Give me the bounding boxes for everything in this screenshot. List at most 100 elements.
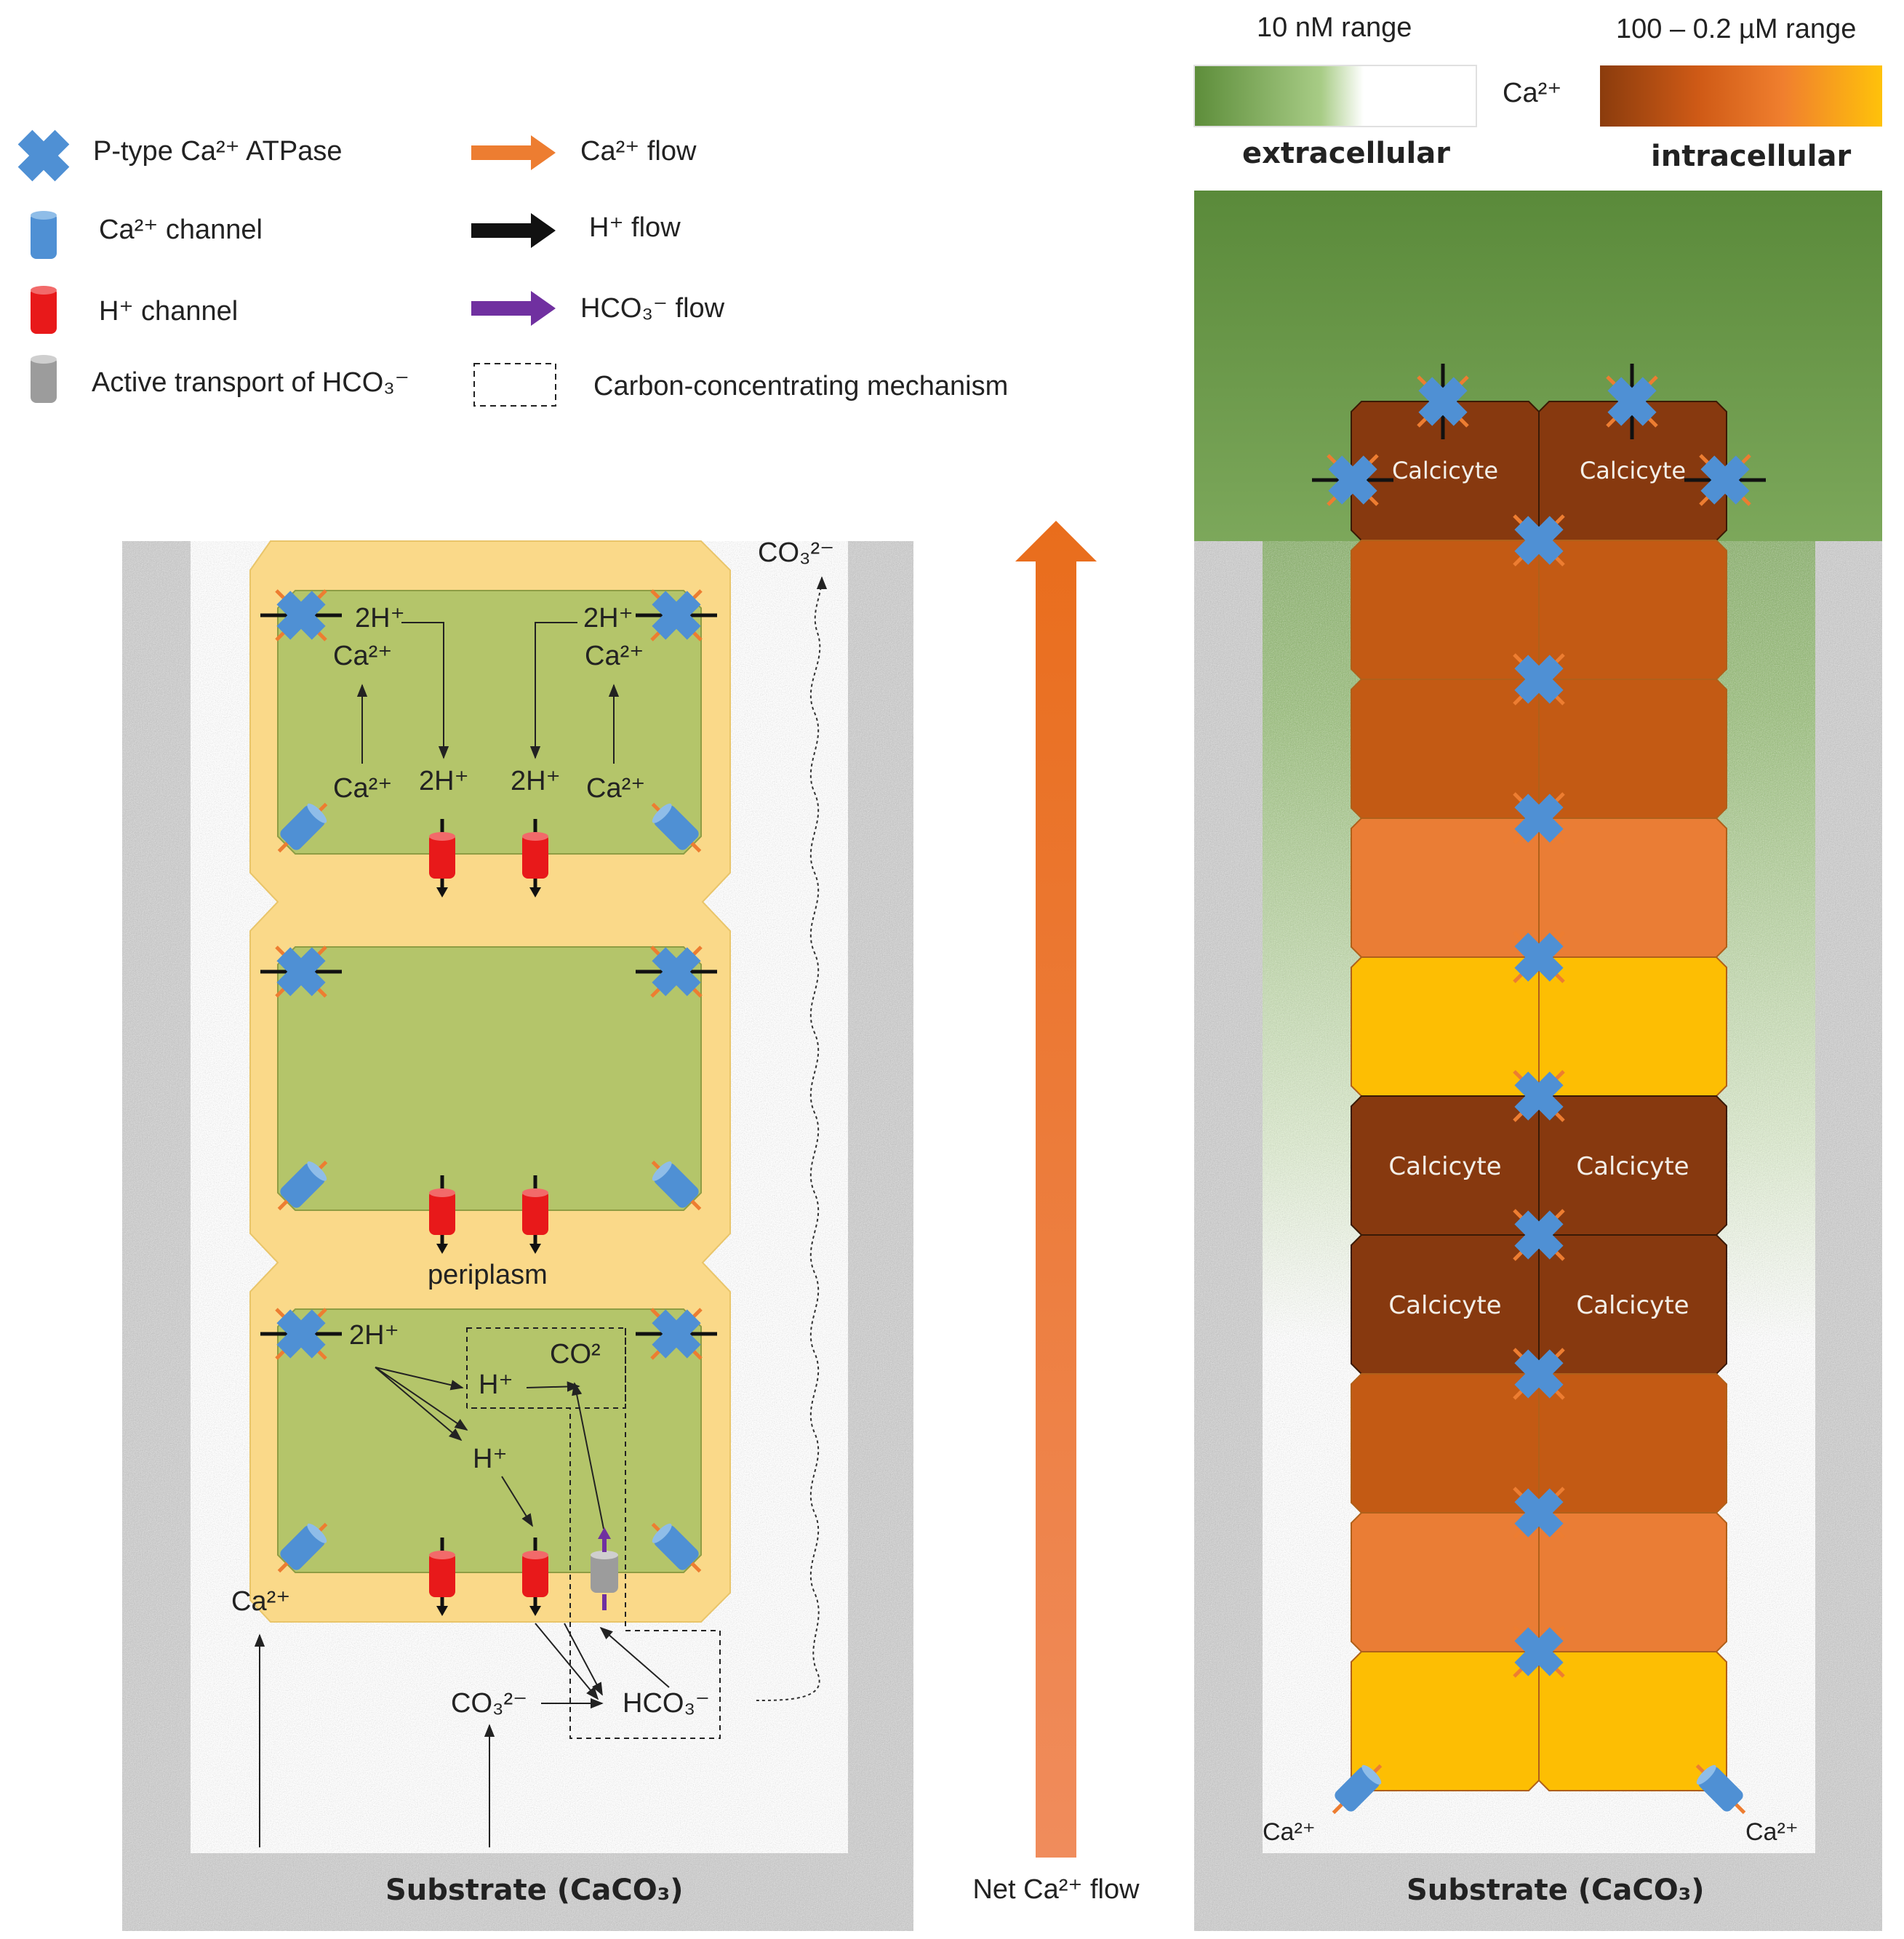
- h-channel-icon: [429, 1175, 455, 1254]
- calcicyte-label: Calcicyte: [1576, 1152, 1689, 1181]
- right-cell: [1538, 1373, 1727, 1514]
- top-co3-label: CO₃²⁻: [758, 537, 834, 568]
- bottom-ca-label: Ca²⁺: [231, 1586, 290, 1617]
- cell3-2h-label: 2H⁺: [349, 1320, 399, 1351]
- cell1-ca-top-left: Ca²⁺: [333, 641, 392, 671]
- extra-range-label: 10 nM range: [1257, 12, 1412, 43]
- ca-flow-arrow-icon: [471, 135, 556, 170]
- atpase-icon: [260, 588, 342, 643]
- net-flow-label: Net Ca²⁺ flow: [972, 1874, 1140, 1905]
- legend-hco3-transport-label: Active transport of HCO₃⁻: [92, 367, 409, 398]
- right-cell: [1538, 1512, 1727, 1652]
- calcicyte-label: Calcicyte: [1388, 1152, 1501, 1181]
- cell1-2h-mid-left: 2H⁺: [419, 766, 469, 796]
- right-cell: [1538, 956, 1727, 1097]
- h-channel-icon: [522, 819, 548, 897]
- cell3-flow-arrows: [375, 1367, 604, 1530]
- bottom-hco3-label: HCO₃⁻: [623, 1688, 710, 1719]
- calcicyte-label: Calcicyte: [1392, 457, 1498, 484]
- cell3-h-ccm-label: H⁺: [479, 1370, 513, 1400]
- right-cell: [1538, 1651, 1727, 1791]
- atpase-icon: [1312, 452, 1393, 508]
- atpase-icon: [1511, 1485, 1567, 1540]
- intracellular-label: intracellular: [1651, 140, 1851, 173]
- atpase-icon: [1511, 929, 1567, 985]
- cell1-2h-right: 2H⁺: [583, 603, 633, 633]
- right-substrate-label: Substrate (CaCO₃): [1407, 1874, 1705, 1907]
- atpase-icon: [1511, 652, 1567, 707]
- extracellular-gradient-bar: [1193, 65, 1477, 127]
- atpase-icon: [1684, 452, 1766, 508]
- cell1-2h-mid-right: 2H⁺: [511, 766, 561, 796]
- calcicyte-label: Calcicyte: [1576, 1291, 1689, 1320]
- hco3-flow-arrow-icon: [471, 291, 556, 326]
- right-ca-bottom-left: Ca²⁺: [1263, 1818, 1316, 1846]
- atpase-icon: [636, 588, 717, 643]
- cell3-h-mid-label: H⁺: [473, 1444, 508, 1474]
- h-channel-icon: [522, 1175, 548, 1254]
- ca-channel-icon: [1332, 1764, 1383, 1815]
- intra-range-label: 100 – 0.2 µM range: [1616, 14, 1856, 44]
- atpase-icon: [636, 944, 717, 999]
- ccm-box-outline: [467, 1328, 721, 1739]
- ca-channel-icon: [277, 1160, 328, 1211]
- atpase-icon: [260, 1306, 342, 1362]
- right-cell: [1351, 679, 1540, 819]
- right-cell: [1538, 679, 1727, 819]
- ca-channel-legend-icon: [31, 211, 57, 259]
- atpase-icon: [1604, 364, 1660, 439]
- bottom-co3-label: CO₃²⁻: [451, 1688, 527, 1719]
- h-channel-legend-icon: [31, 286, 57, 334]
- right-cell: [1351, 1373, 1540, 1514]
- colorbar: 10 nM range 100 – 0.2 µM range Ca²⁺ extr…: [1193, 12, 1882, 173]
- ca-channel-icon: [651, 802, 702, 853]
- cell1-ca-mid-right: Ca²⁺: [586, 773, 645, 804]
- legend-h-flow-label: H⁺ flow: [589, 212, 681, 243]
- legend-ca-channel-label: Ca²⁺ channel: [99, 215, 263, 245]
- left-substrate-label: Substrate (CaCO₃): [385, 1874, 684, 1907]
- right-atpase-pumps: [1312, 364, 1766, 1815]
- atpase-icon: [1511, 791, 1567, 846]
- right-ca-bottom-right: Ca²⁺: [1745, 1818, 1799, 1846]
- left-atpase-pumps: [260, 588, 717, 1362]
- outside-flow-arrows: [254, 1623, 670, 1847]
- right-cell: [1538, 540, 1727, 680]
- cell-1: [277, 590, 702, 855]
- legend-h-channel-label: H⁺ channel: [99, 296, 238, 327]
- h-channel-icon: [429, 819, 455, 897]
- calcicyte-label: Calcicyte: [1580, 457, 1686, 484]
- cell-2: [277, 946, 702, 1211]
- right-cell: [1351, 956, 1540, 1097]
- hco3-transporter: [591, 1527, 618, 1610]
- atpase-icon: [1415, 364, 1471, 439]
- right-cell: [1351, 540, 1540, 680]
- net-ca-flow: Net Ca²⁺ flow: [972, 521, 1140, 1905]
- legend: P-type Ca²⁺ ATPase Ca²⁺ channel H⁺ chann…: [15, 127, 1008, 407]
- h-channel-icon: [522, 1538, 548, 1616]
- cell1-ca-mid-left: Ca²⁺: [333, 773, 392, 804]
- atpase-icon: [636, 1306, 717, 1362]
- left-ca-channels: [277, 802, 702, 1573]
- cell1-2h-left: 2H⁺: [355, 603, 405, 633]
- right-cell: [1351, 1651, 1540, 1791]
- atpase-legend-icon: [15, 127, 73, 185]
- left-panel: Substrate (CaCO₃) periplasm 2H⁺ 2H⁺ Ca²⁺…: [122, 537, 913, 1931]
- ccm-legend-icon: [473, 363, 556, 407]
- cell1-flow-arrows: [356, 622, 620, 764]
- legend-hco3-flow-label: HCO₃⁻ flow: [580, 293, 725, 324]
- extracellular-label: extracellular: [1242, 137, 1450, 170]
- net-flow-arrow: [1015, 521, 1097, 1858]
- atpase-icon: [1511, 1068, 1567, 1124]
- cell-3: [277, 1308, 702, 1573]
- legend-ca-flow-label: Ca²⁺ flow: [580, 136, 697, 167]
- co3-diffusion-wavy-arrow: [756, 576, 828, 1701]
- left-h-channels: [429, 819, 548, 1616]
- ca-channel-icon: [651, 1160, 702, 1211]
- cell1-ca-top-right: Ca²⁺: [585, 641, 644, 671]
- colorbar-ion-label: Ca²⁺: [1503, 78, 1561, 108]
- atpase-icon: [1511, 1207, 1567, 1263]
- h-flow-arrow-icon: [471, 213, 556, 248]
